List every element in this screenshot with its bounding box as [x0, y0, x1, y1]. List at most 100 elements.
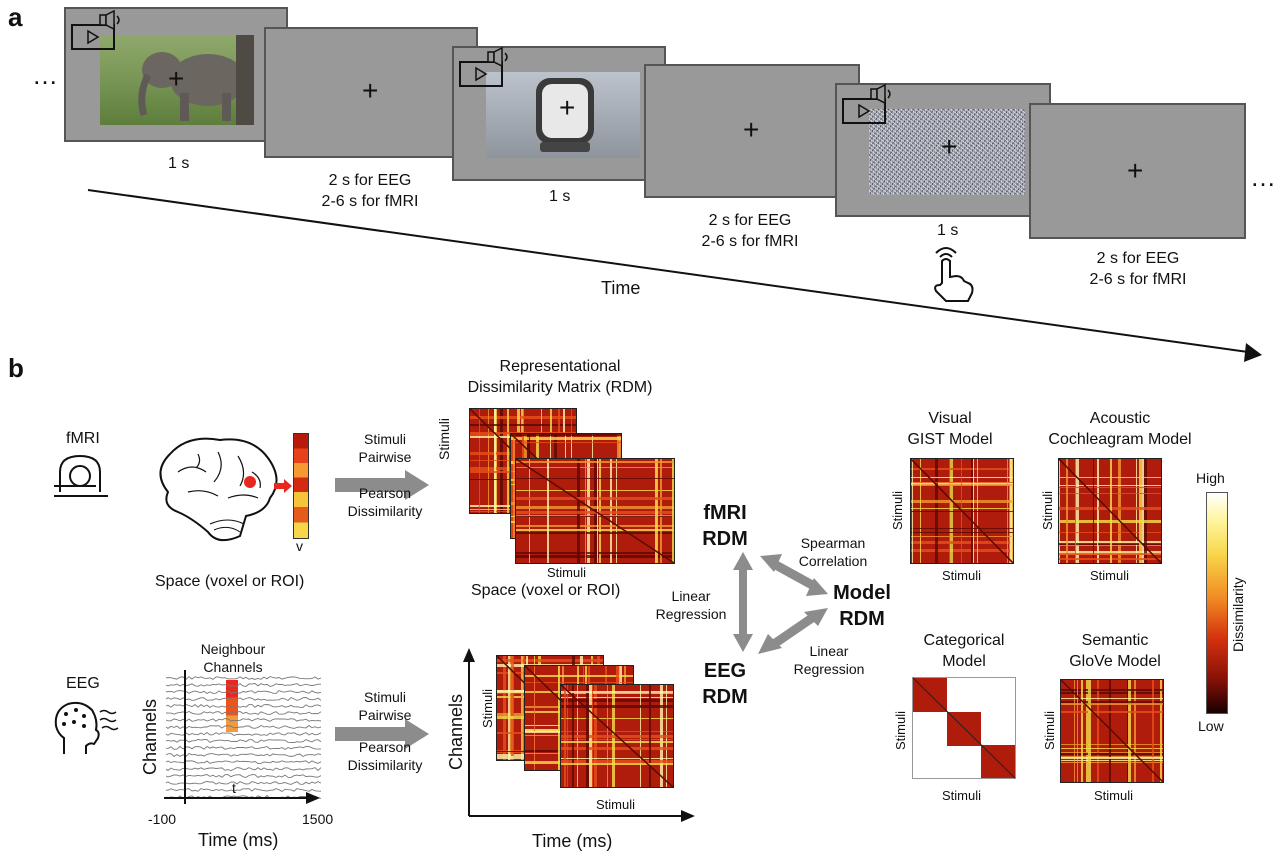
isi-label-1-line1: 2 s for EEG — [328, 172, 412, 189]
cochleagram-axis-x: Stimuli — [1090, 568, 1130, 583]
panel-a-label: a — [8, 2, 23, 32]
fmri-space-label: Space (voxel or ROI) — [155, 573, 305, 590]
eeg-rdm-node: EEG RDM — [690, 658, 760, 710]
eeg-rdm-matrix-3 — [560, 684, 674, 788]
fixation-cross: + — [362, 75, 379, 106]
eeg-rdm-node-line1: EEG — [703, 660, 747, 682]
model-title-cochleagram-line1: Acoustic — [1089, 410, 1151, 427]
fmri-rdm-matrix-3 — [515, 458, 675, 564]
fmri-arrow-top-line1: Stimuli — [363, 431, 406, 447]
categorical-axis-x: Stimuli — [942, 788, 982, 803]
fmri-arrow-bottom-label: Pearson Dissimilarity — [340, 484, 430, 520]
fmri-transform-arrow — [335, 470, 429, 500]
triangle-arrows — [733, 552, 828, 654]
eeg-rdm-y-axis-label: Channels — [446, 693, 466, 770]
fixation-cross: + — [559, 92, 576, 123]
fmri-rdm-axis-x: Stimuli — [547, 565, 587, 580]
spearman-label: Spearman Correlation — [783, 534, 883, 570]
model-rdm-node-line1: Model — [833, 582, 891, 604]
fmri-rdm-space-label: Space (voxel or ROI) — [471, 582, 621, 599]
video-sound-icon — [842, 83, 891, 124]
glove-axis-y: Stimuli — [1042, 710, 1057, 750]
neighbour-line1: Neighbour — [200, 641, 266, 657]
fixation-cross: + — [1127, 155, 1144, 186]
glove-axis-x: Stimuli — [1094, 788, 1134, 803]
duration-label-2: 1 s — [549, 188, 571, 205]
fixation-screen-3: + — [1029, 103, 1246, 239]
categorical-model-matrix — [912, 677, 1016, 779]
linear-regression-left-label: Linear Regression — [646, 587, 736, 623]
eeg-arrow-top-label: Stimuli Pairwise — [340, 688, 430, 724]
eeg-x-max: 1500 — [302, 811, 334, 827]
finger-tap-icon — [934, 247, 974, 302]
model-rdm-node-line2: RDM — [839, 608, 885, 630]
isi-label-2: 2 s for EEG 2-6 s for fMRI — [670, 210, 830, 252]
isi-label-2-line1: 2 s for EEG — [708, 212, 792, 229]
eeg-rdm-node-line2: RDM — [702, 686, 748, 708]
eeg-y-axis-label: Channels — [140, 698, 160, 775]
cochleagram-model-matrix — [1058, 458, 1162, 564]
noise-image — [869, 109, 1025, 195]
spearman-line1: Spearman — [800, 535, 866, 551]
fmri-arrow-bottom-line1: Pearson — [358, 485, 412, 501]
gist-axis-x: Stimuli — [942, 568, 982, 583]
model-rdm-node: Model RDM — [822, 580, 902, 632]
model-title-gist-line2: GIST Model — [907, 431, 993, 448]
time-axis-label: Time — [601, 278, 641, 298]
linear-regression-right-label: Linear Regression — [784, 642, 874, 678]
isi-label-3-line2: 2-6 s for fMRI — [1089, 271, 1187, 288]
elephant-image — [100, 35, 254, 125]
fmri-label: fMRI — [66, 430, 100, 447]
eeg-arrow-top-line1: Stimuli — [363, 689, 406, 705]
fmri-rdm-axis-y: Stimuli — [436, 417, 452, 460]
clock-image — [486, 72, 640, 158]
model-title-gist: Visual GIST Model — [890, 408, 1010, 450]
model-title-categorical-line1: Categorical — [923, 632, 1005, 649]
eeg-rdm-x-axis-label: Time (ms) — [532, 831, 613, 851]
duration-label-1: 1 s — [168, 155, 190, 172]
eeg-x-min: -100 — [148, 811, 177, 827]
ellipsis-left: … — [32, 60, 58, 90]
mri-scanner-icon — [54, 454, 108, 497]
fmri-rdm-node-line2: RDM — [702, 528, 748, 550]
colorbar-title: Dissimilarity — [1230, 577, 1246, 652]
colorbar — [1206, 492, 1228, 714]
fixation-cross: + — [168, 63, 185, 94]
eeg-arrow-bottom-line1: Pearson — [358, 739, 412, 755]
time-axis-arrow — [87, 189, 1262, 362]
video-sound-icon — [459, 46, 508, 87]
model-title-categorical: Categorical Model — [904, 630, 1024, 672]
fmri-rdm-node: fMRI RDM — [690, 500, 760, 552]
model-title-cochleagram-line2: Cochleagram Model — [1048, 431, 1192, 448]
eeg-trace-plot — [164, 670, 322, 804]
model-title-glove: Semantic GloVe Model — [1050, 630, 1180, 672]
fmri-arrow-top-line2: Pairwise — [358, 449, 412, 465]
neighbour-channels-label: Neighbour Channels — [188, 640, 278, 676]
model-title-categorical-line2: Model — [942, 653, 986, 670]
isi-label-2-line2: 2-6 s for fMRI — [701, 233, 799, 250]
linear-right-line1: Linear — [809, 643, 849, 659]
vector-label: v — [296, 538, 303, 554]
fixation-cross: + — [743, 114, 760, 145]
cochleagram-axis-y: Stimuli — [1040, 490, 1055, 530]
fmri-rdm-node-line1: fMRI — [703, 502, 747, 524]
eeg-arrow-top-line2: Pairwise — [358, 707, 412, 723]
fixation-screen-2: + — [644, 64, 860, 198]
stimulus-screen-1: + — [64, 7, 288, 142]
linear-left-line1: Linear — [671, 588, 711, 604]
video-sound-icon — [71, 9, 120, 50]
neighbour-line2: Channels — [203, 659, 263, 675]
fixation-cross: + — [941, 131, 958, 162]
colorbar-high-label: High — [1196, 470, 1225, 486]
rdm-title-line2: Dissimilarity Matrix (RDM) — [467, 379, 653, 396]
stimulus-screen-2: + — [452, 46, 666, 181]
eeg-t-label: t — [232, 780, 236, 796]
glove-model-matrix — [1060, 679, 1164, 783]
gist-model-matrix — [910, 458, 1014, 564]
panel-b-label: b — [8, 353, 24, 383]
brain-illustration — [159, 437, 278, 542]
eeg-rdm-axis-y: Stimuli — [480, 688, 495, 728]
eeg-arrow-bottom-line2: Dissimilarity — [347, 757, 423, 773]
eeg-head-icon — [54, 701, 119, 754]
fmri-arrow-bottom-line2: Dissimilarity — [347, 503, 423, 519]
